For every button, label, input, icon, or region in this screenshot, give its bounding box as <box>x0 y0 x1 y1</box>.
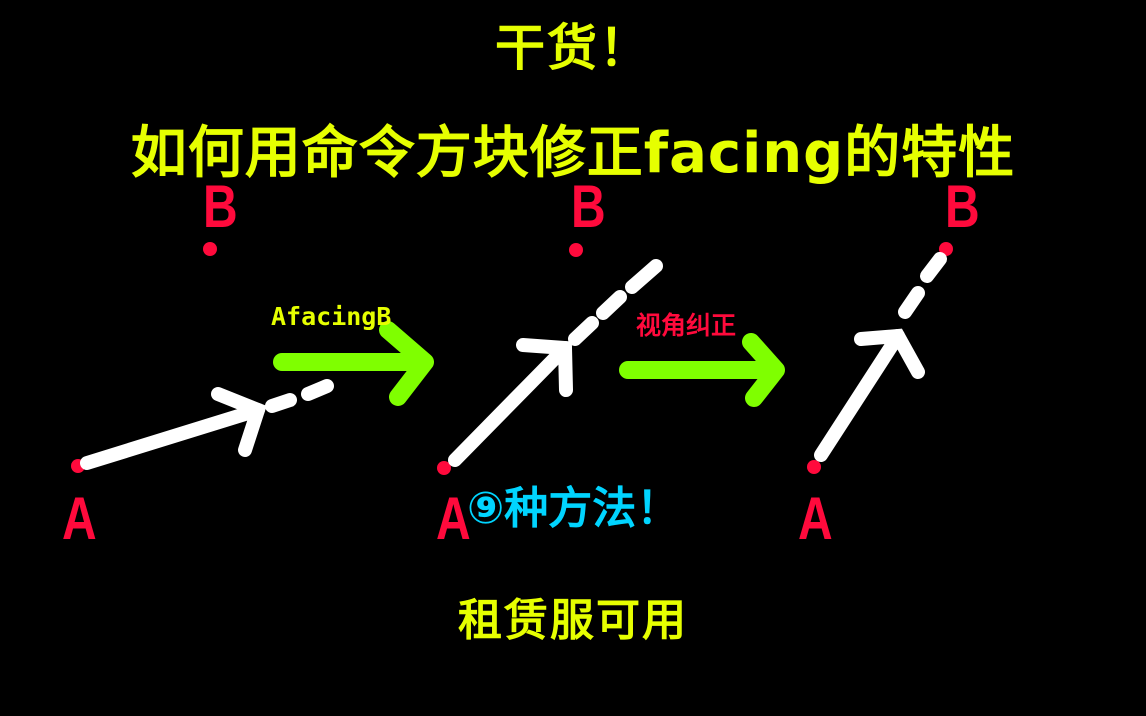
panel-1-label-b: B <box>203 173 238 240</box>
panel-2-label-a: A <box>436 485 471 552</box>
panel-2-label-b: B <box>571 173 606 240</box>
transition-arrow-icon-1 <box>273 321 434 406</box>
transition-arrow-icon-2 <box>619 333 785 407</box>
facing-arrow-icon <box>448 259 663 467</box>
point-b-dot <box>569 243 583 257</box>
transition-label-view-correction: 视角纠正 <box>636 311 737 340</box>
facing-arrow-icon <box>814 252 947 462</box>
title-line-1: 干货！ <box>495 19 651 77</box>
point-a-dot <box>437 461 451 475</box>
panel-2 <box>437 243 663 475</box>
panel-3 <box>807 242 953 474</box>
point-a-dot <box>807 460 821 474</box>
panel-3-label-a: A <box>798 485 833 552</box>
transition-label-afacingb: AfacingB <box>271 302 392 331</box>
panel-3-label-b: B <box>945 173 980 240</box>
footer-note: 租赁服可用 <box>458 595 688 646</box>
panel-1-label-a: A <box>62 485 97 552</box>
panel-1 <box>71 242 334 473</box>
facing-arrow-icon <box>80 379 334 470</box>
title-line-2: 如何用命令方块修正facing的特性 <box>130 121 1016 186</box>
point-b-dot <box>203 242 217 256</box>
methods-callout: ⑨种方法！ <box>467 483 681 534</box>
